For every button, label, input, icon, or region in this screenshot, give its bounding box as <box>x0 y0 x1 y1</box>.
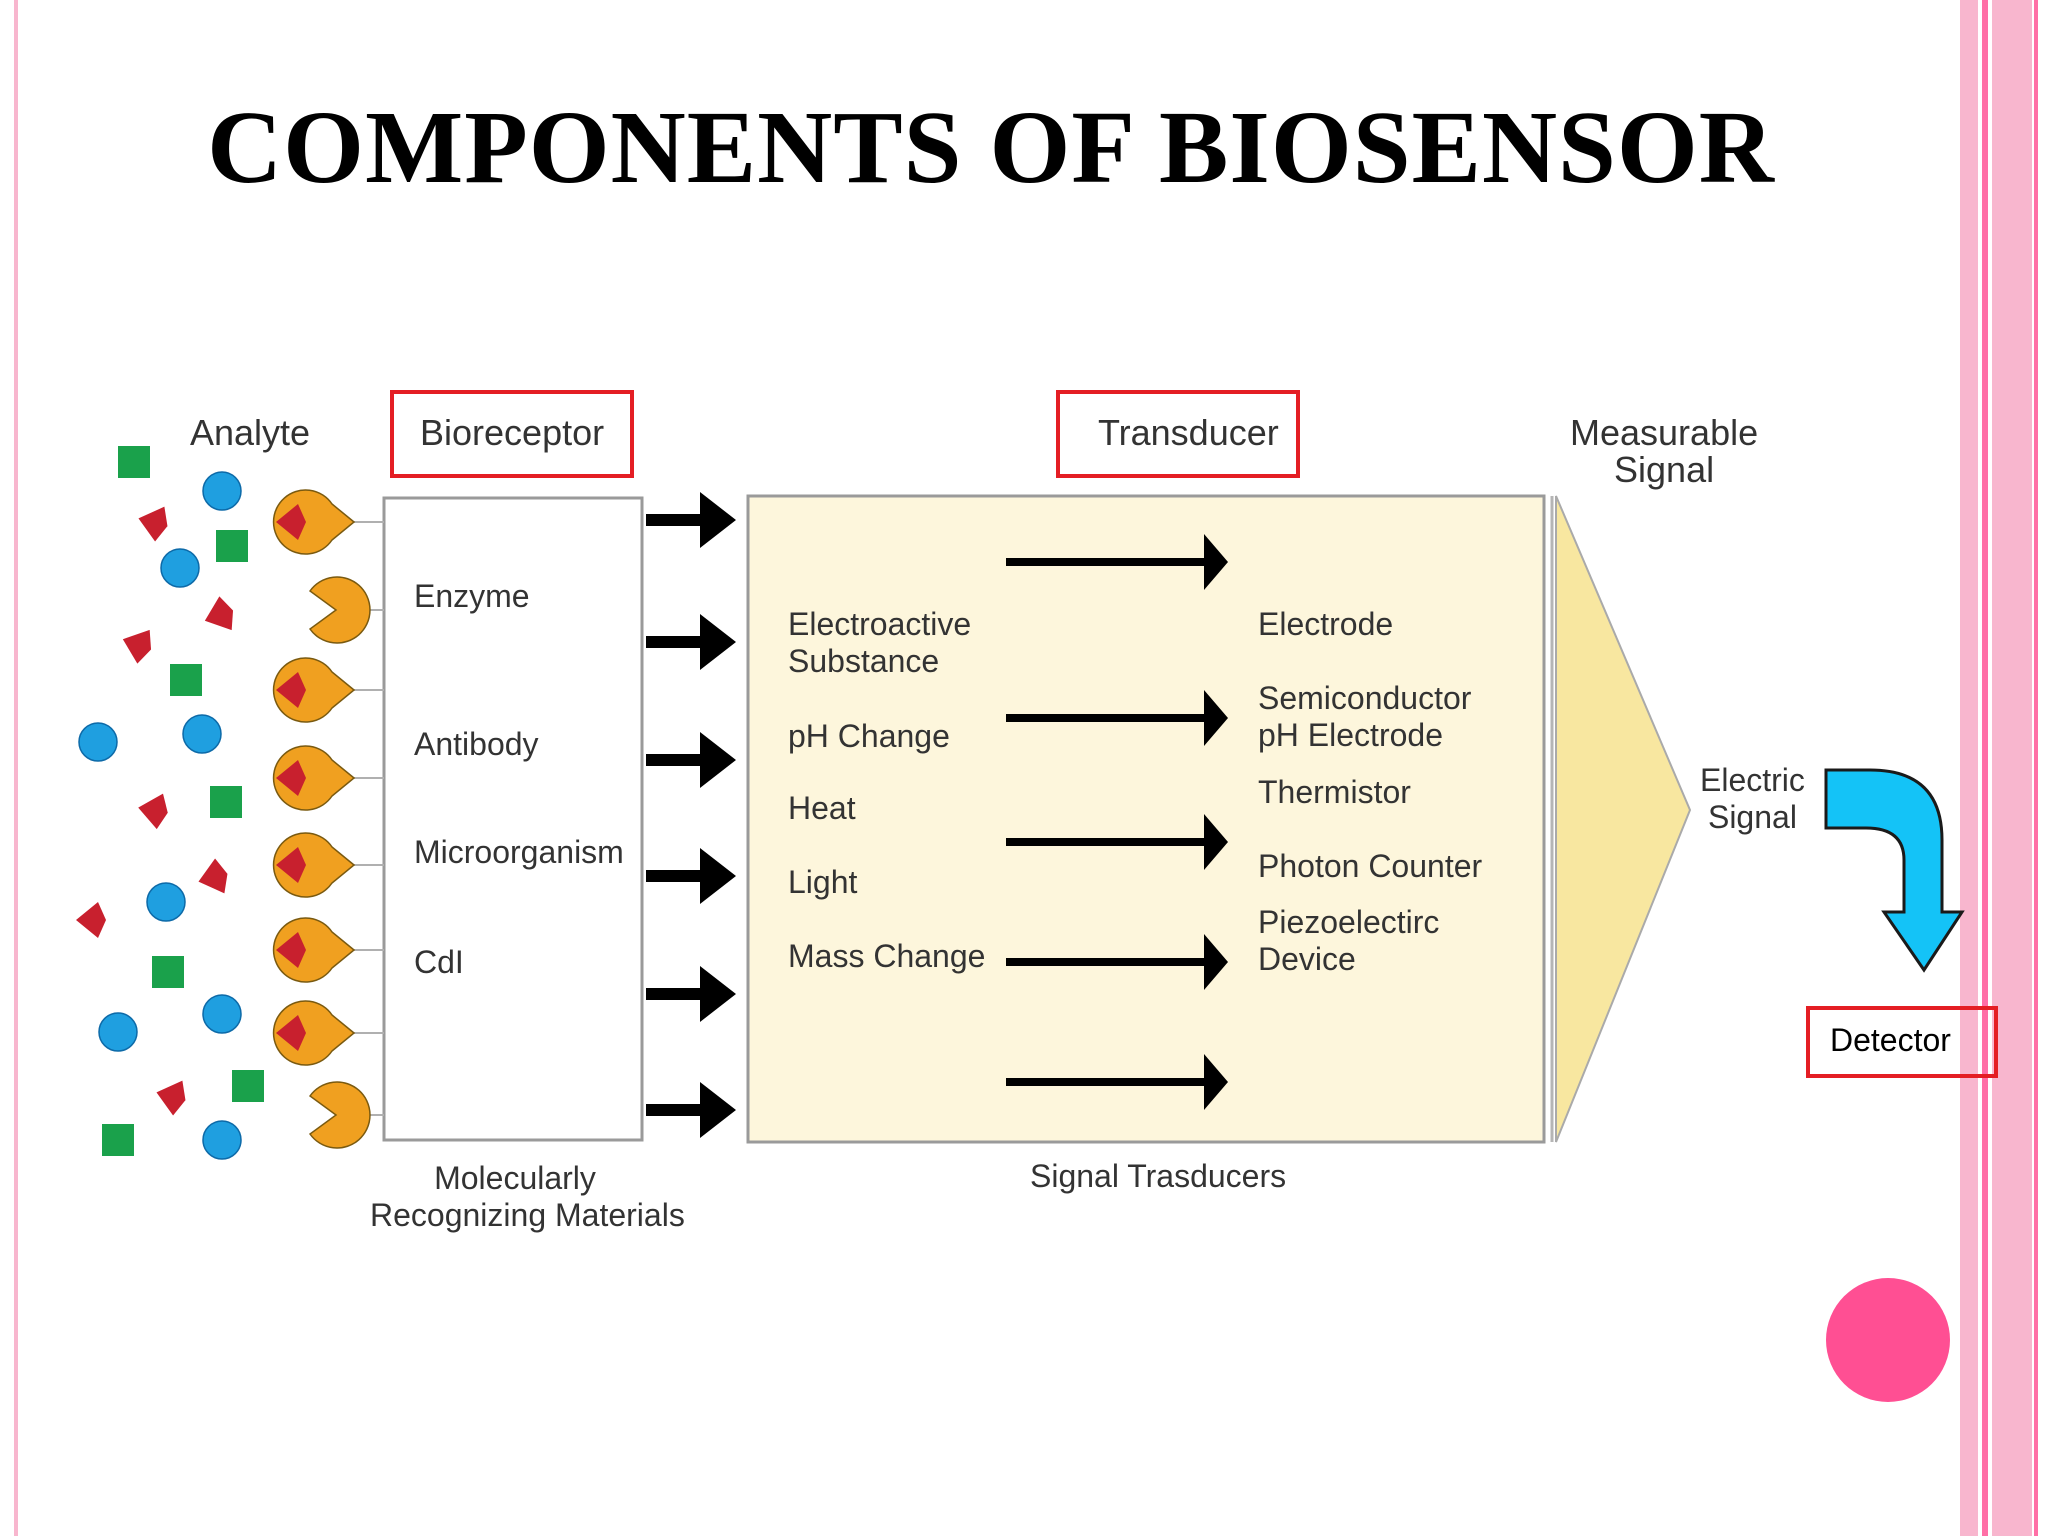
decorative-pink-circle <box>1826 1278 1950 1402</box>
bound-analytes <box>276 504 306 1051</box>
bioreceptor-caption-line-2: Recognizing Materials <box>370 1197 685 1233</box>
transducer-input-heat: Heat <box>788 790 856 826</box>
right-stripe-wide <box>1992 0 2032 1536</box>
transducer-output-semiconductor-line-2: pH Electrode <box>1258 717 1443 753</box>
electric-signal-line-1: Electric <box>1700 762 1805 798</box>
transducer-box <box>746 494 1546 1144</box>
bioreceptor-box <box>382 496 644 1142</box>
transducer-output-photon-counter: Photon Counter <box>1258 848 1483 884</box>
analyte-wedges <box>76 506 234 1116</box>
receptor-5 <box>272 832 356 898</box>
transducer-input-electroactive-line-1: Electroactive <box>788 606 972 642</box>
receptor-1 <box>272 489 356 555</box>
transducer-input-ph-change: pH Change <box>788 718 950 754</box>
transducer-arrows <box>1006 534 1228 1110</box>
transducer-output-semiconductor-line-1: Semiconductor <box>1258 680 1472 716</box>
analyte-squares <box>102 446 264 1156</box>
transducer-output-thermistor: Thermistor <box>1258 774 1411 810</box>
signal-triangle <box>1555 495 1692 1143</box>
receptor-6 <box>272 917 356 983</box>
transducer-label: Transducer <box>1098 412 1279 453</box>
right-stripe-edge <box>2034 0 2038 1536</box>
right-stripe-thin <box>1982 0 1988 1536</box>
curved-arrow-to-detector <box>1824 768 1965 973</box>
measurable-signal-line-1: Measurable <box>1570 412 1759 453</box>
analyte-circles <box>78 471 242 1160</box>
slide-title: COMPONENTS OF BIOSENSOR <box>207 90 1775 205</box>
receptors <box>272 489 371 1149</box>
bioreceptor-item-microorganism: Microorganism <box>414 834 624 870</box>
receptor-3 <box>272 657 356 723</box>
bioreceptor-label: Bioreceptor <box>420 412 605 453</box>
electric-signal-line-2: Signal <box>1707 799 1797 835</box>
bioreceptor-item-antibody: Antibody <box>414 726 539 762</box>
left-border-line <box>14 0 18 1536</box>
electric-signal-label: Electric Signal <box>1700 762 1805 836</box>
transducer-caption: Signal Trasducers <box>1030 1158 1287 1194</box>
transducer-output-semiconductor: Semiconductor pH Electrode <box>1258 680 1471 754</box>
bioreceptor-caption: Molecularly Recognizing Materials <box>370 1160 685 1234</box>
transducer-input-light: Light <box>788 864 858 900</box>
transducer-output-piezoelectric-line-1: Piezoelectirc <box>1258 904 1440 940</box>
transducer-input-electroactive-line-2: Substance <box>788 643 940 679</box>
receptor-8 <box>308 1081 371 1149</box>
transducer-highlight-box <box>1056 390 1300 478</box>
bioreceptor-item-cdi: CdI <box>414 944 464 980</box>
transducer-output-electrode: Electrode <box>1258 606 1394 642</box>
transducer-output-piezoelectric-line-2: Device <box>1258 941 1356 977</box>
bold-arrows <box>646 492 736 1138</box>
right-stripe-band <box>1960 0 1978 1536</box>
bioreceptor-item-enzyme: Enzyme <box>414 578 530 614</box>
transducer-output-piezoelectric: Piezoelectirc Device <box>1258 904 1439 978</box>
receptor-2 <box>308 576 371 644</box>
measurable-signal-line-2: Signal <box>1614 449 1715 490</box>
transducer-input-electroactive: Electroactive Substance <box>788 606 971 680</box>
transducer-input-mass-change: Mass Change <box>788 938 986 974</box>
analyte-label: Analyte <box>190 412 311 453</box>
detector-label: Detector <box>1830 1022 1951 1058</box>
detector-highlight-box <box>1806 1006 1998 1078</box>
receptor-7 <box>272 1000 356 1066</box>
bioreceptor-highlight-box <box>390 390 634 478</box>
bioreceptor-caption-line-1: Molecularly <box>434 1160 596 1196</box>
measurable-signal-label: Measurable Signal <box>1570 414 1758 488</box>
receptor-4 <box>272 745 356 811</box>
